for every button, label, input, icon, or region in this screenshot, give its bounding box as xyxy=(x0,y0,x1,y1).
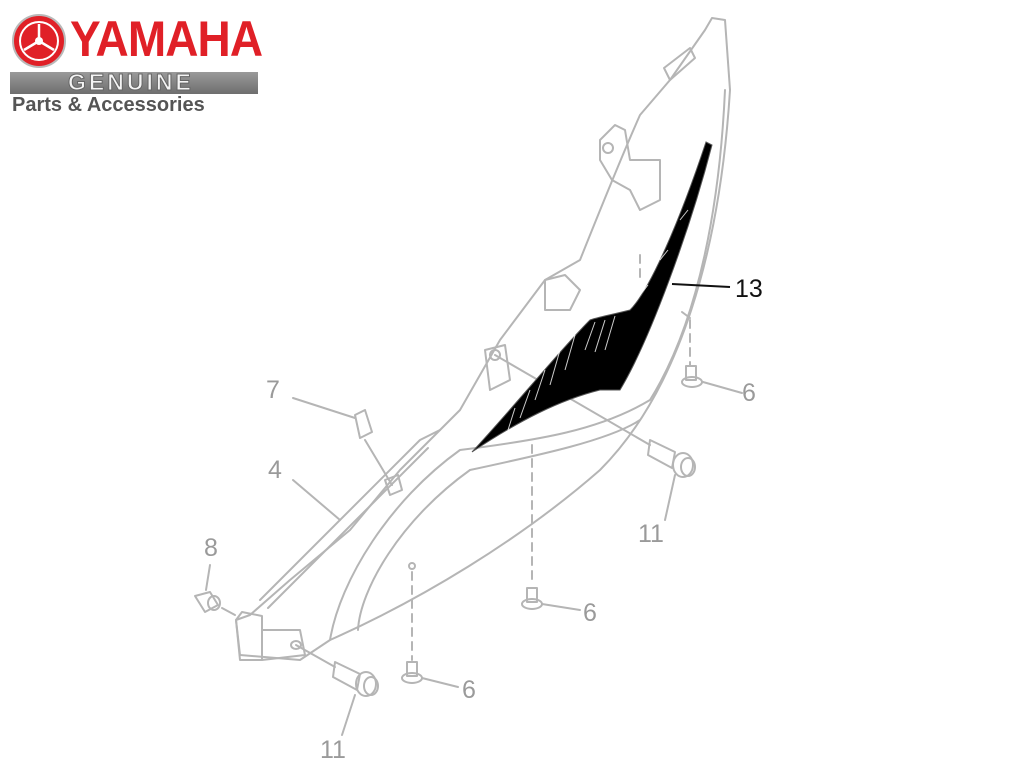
callout-6c: 6 xyxy=(462,676,476,704)
bolt-11a xyxy=(494,354,696,478)
screw-6b xyxy=(521,444,543,610)
tuning-fork-emblem-icon xyxy=(12,14,66,68)
callout-4: 4 xyxy=(268,456,282,484)
decal-part-13 xyxy=(471,141,731,453)
genuine-label: GENUINE xyxy=(68,69,194,96)
yamaha-logo: YAMAHA GENUINE Parts & Accessories xyxy=(8,8,263,116)
side-cover-part-4 xyxy=(235,17,731,661)
genuine-bar xyxy=(10,72,258,94)
screw-6c xyxy=(401,562,423,684)
callout-6a: 6 xyxy=(742,379,756,407)
bolt-11b xyxy=(295,644,379,697)
callout-11a: 11 xyxy=(638,520,664,548)
callout-13: 13 xyxy=(735,275,763,303)
callout-11b: 11 xyxy=(320,736,346,764)
callout-6b: 6 xyxy=(583,599,597,627)
brand-name: YAMAHA xyxy=(70,11,263,67)
callout-7: 7 xyxy=(266,376,280,404)
tagline: Parts & Accessories xyxy=(12,94,205,116)
callout-8: 8 xyxy=(204,534,218,562)
